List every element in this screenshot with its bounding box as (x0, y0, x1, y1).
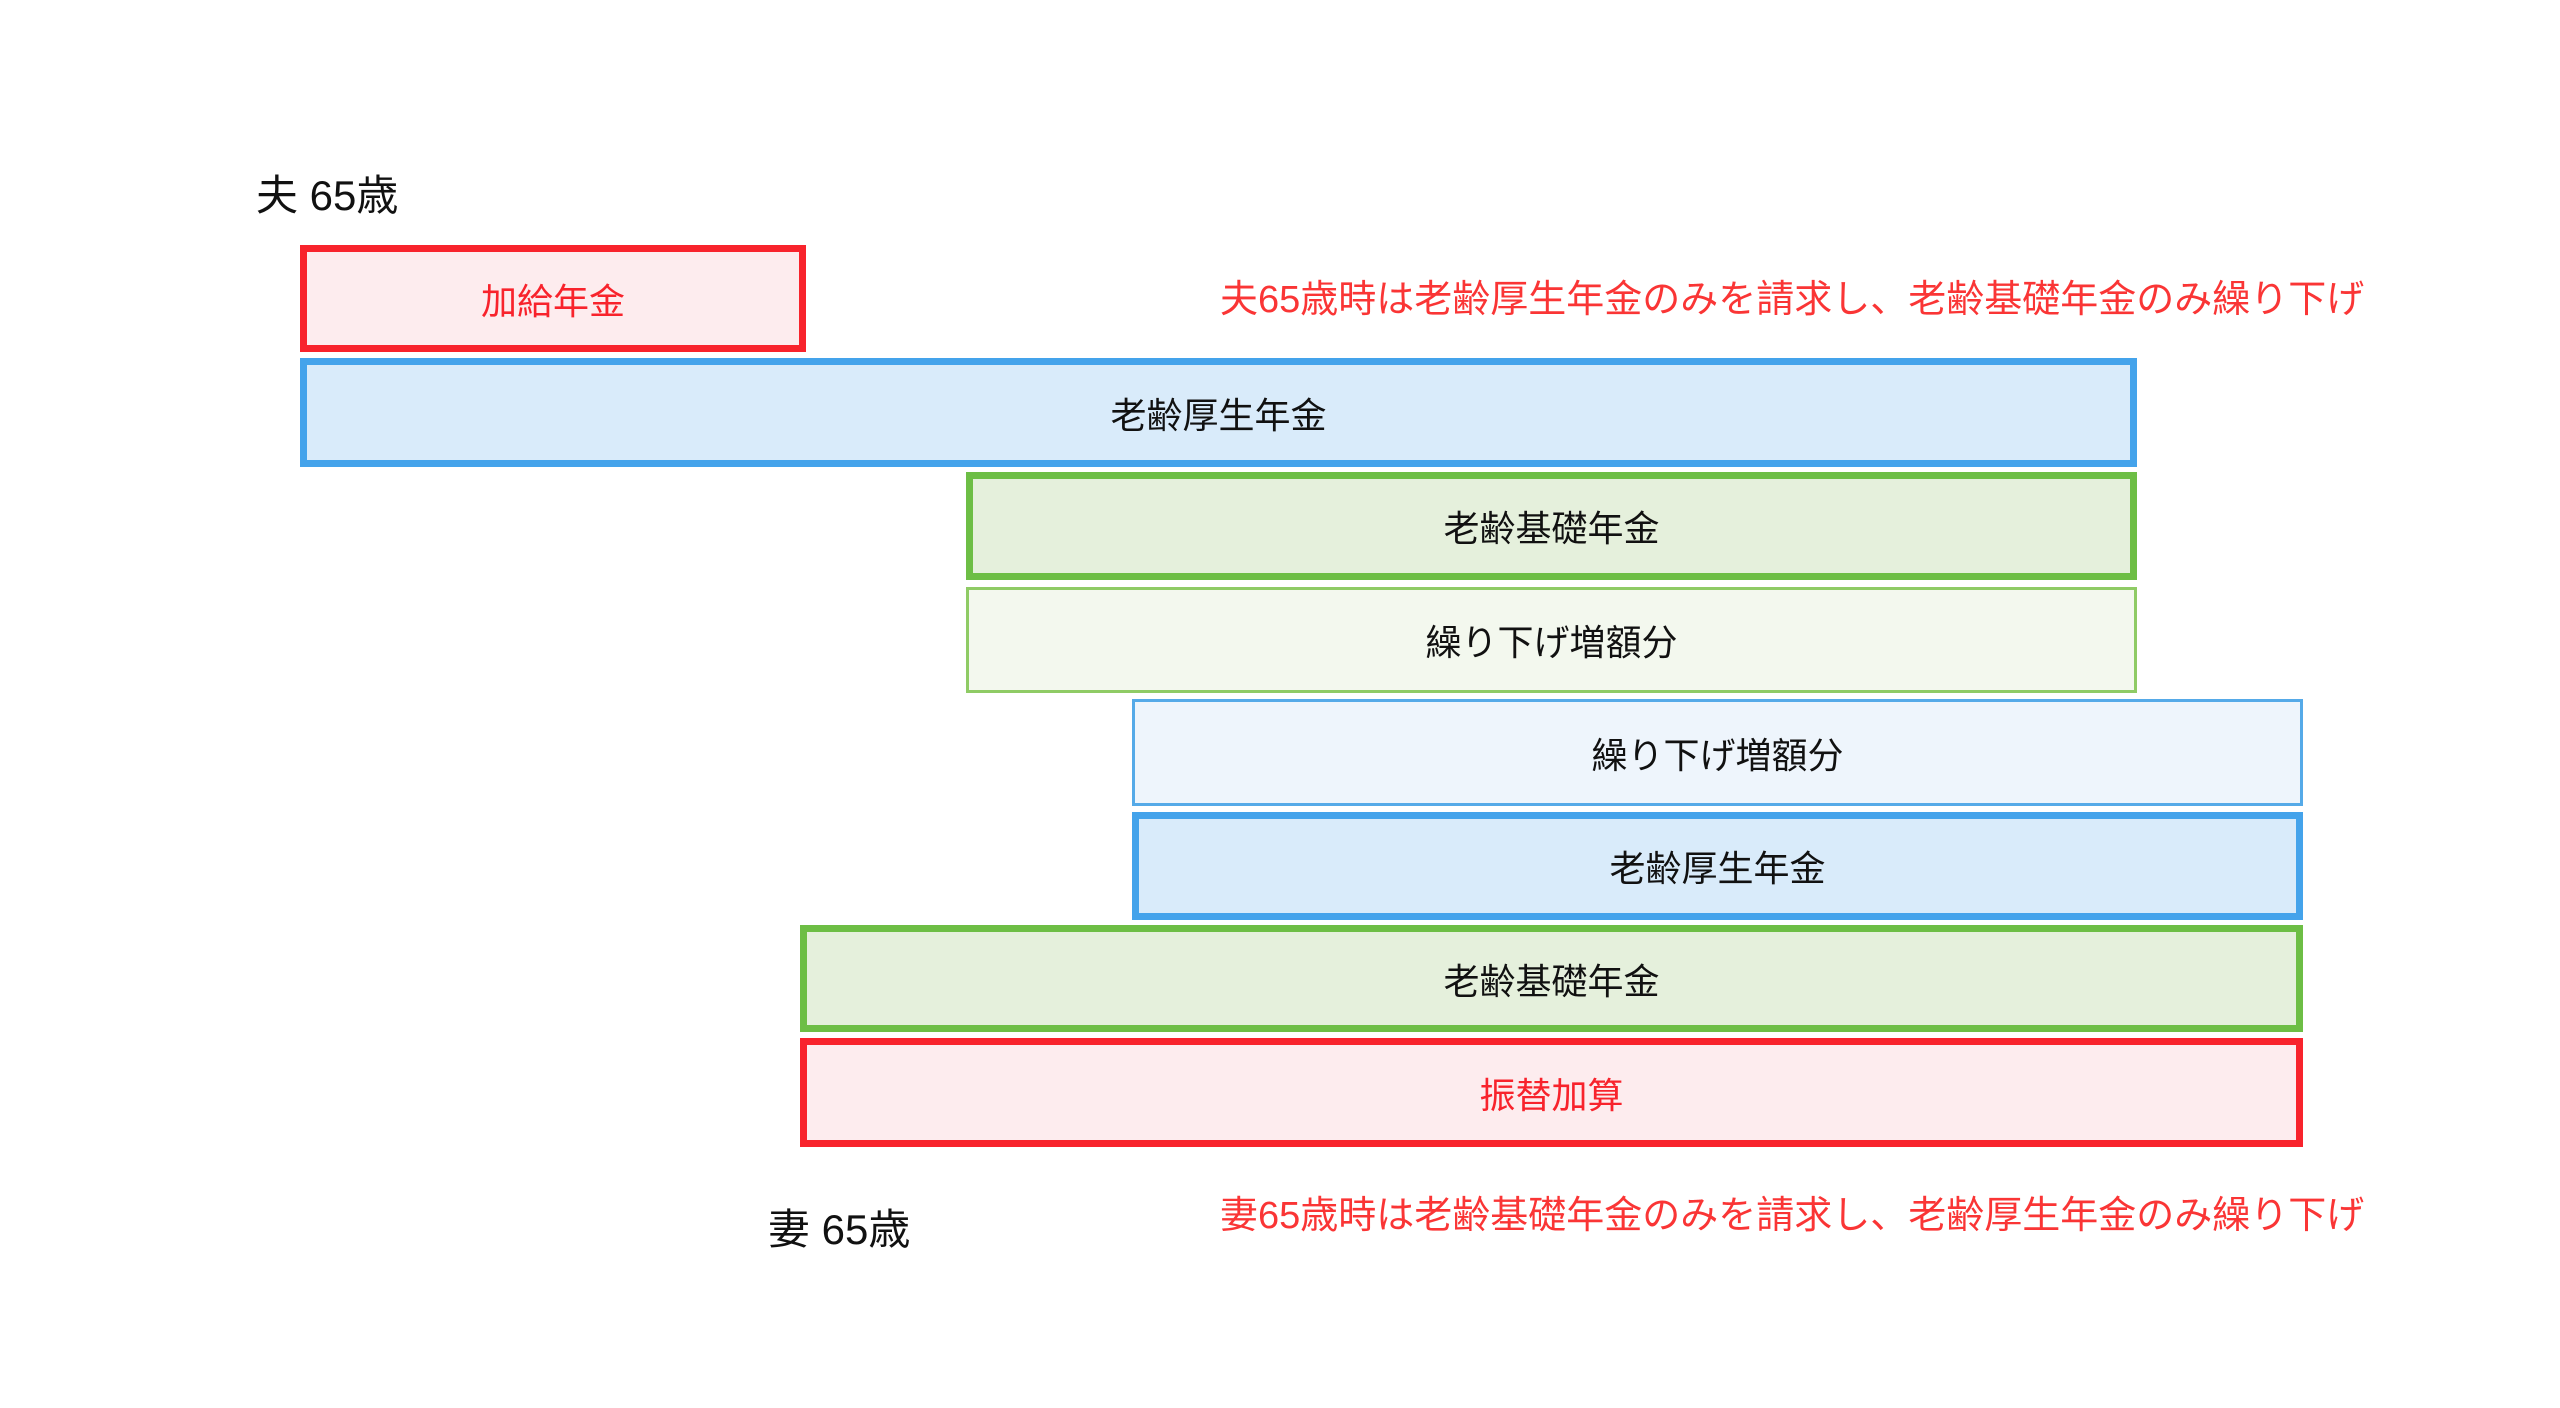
husband-annotation-text: 夫65歳時は老齢厚生年金のみを請求し、老齢基礎年金のみ繰り下げ (1220, 279, 2365, 321)
bar-kakyu-nenkin: 加給年金 (300, 245, 806, 352)
bar-husband-kurisage-zogakubun: 繰り下げ増額分 (966, 587, 2137, 693)
wife-age-label: 妻 65歳 (768, 1206, 911, 1253)
husband-age-label: 夫 65歳 (256, 172, 399, 219)
bar-furikae-kasan: 振替加算 (800, 1038, 2303, 1147)
bar-wife-rorei-kosei-nenkin: 老齢厚生年金 (1132, 812, 2303, 920)
wife-annotation-text: 妻65歳時は老齢基礎年金のみを請求し、老齢厚生年金のみ繰り下げ (1220, 1195, 2365, 1237)
bar-wife-kurisage-zogakubun: 繰り下げ増額分 (1132, 699, 2303, 806)
bar-husband-rorei-kiso-nenkin: 老齢基礎年金 (966, 472, 2137, 580)
bar-husband-rorei-kosei-nenkin: 老齢厚生年金 (300, 358, 2137, 467)
bar-wife-rorei-kiso-nenkin: 老齢基礎年金 (800, 925, 2303, 1032)
